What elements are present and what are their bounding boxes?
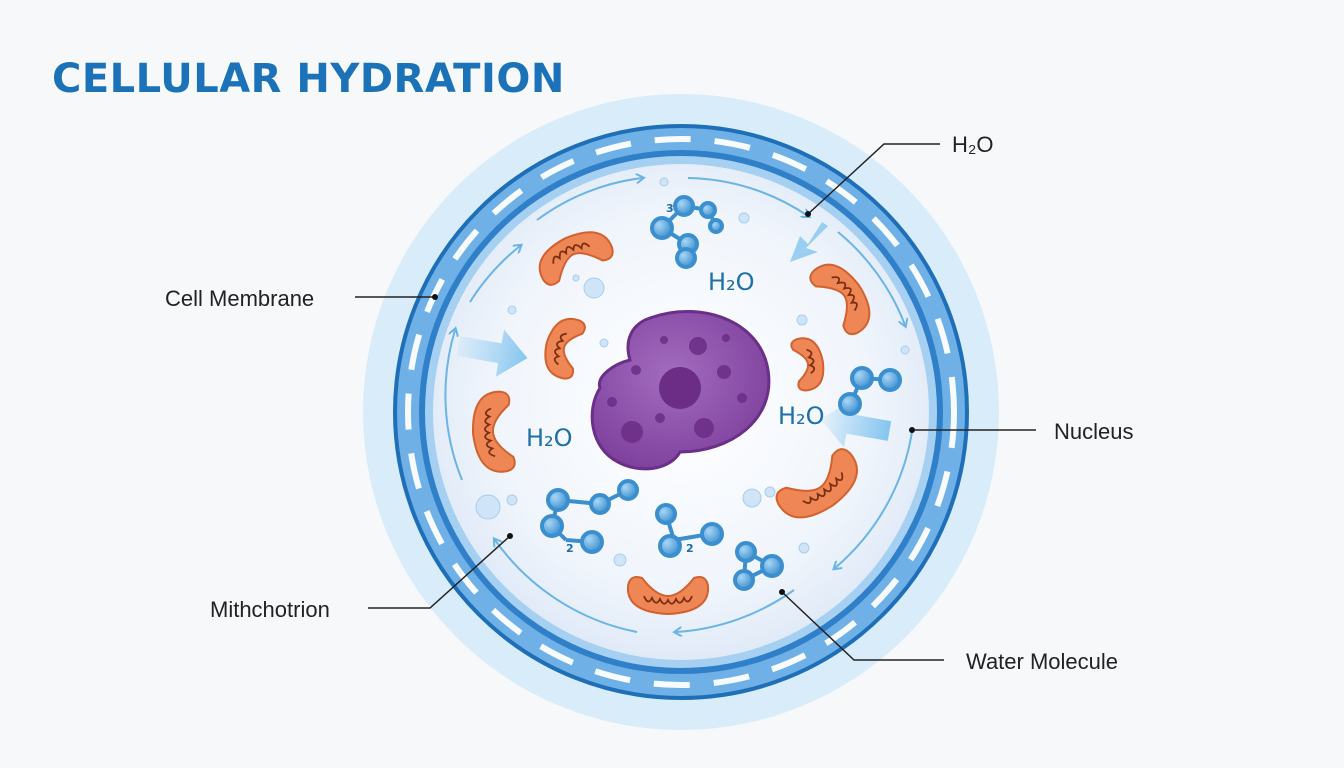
flow-arrows (444, 177, 913, 633)
vesicle (742, 488, 762, 508)
mitochondrion (775, 448, 859, 519)
mitochondrion (544, 317, 586, 380)
inflow-arrow (790, 222, 828, 262)
water-molecules (540, 195, 902, 591)
vesicle (613, 553, 627, 567)
nucleolus (659, 367, 701, 409)
nucleus-spot (621, 421, 643, 443)
leader-dots (432, 211, 915, 595)
label-cell-membrane: Cell Membrane (165, 286, 315, 311)
h2o-label-right: H₂O (778, 402, 825, 430)
label-nucleus: Nucleus (1054, 419, 1134, 444)
vesicle (764, 486, 776, 498)
inflow-arrow (456, 329, 528, 377)
vesicle (796, 314, 808, 326)
leader-lines (355, 143, 1036, 661)
nucleus-spot (689, 337, 707, 355)
vesicle (659, 177, 669, 187)
nucleus-spot (694, 418, 714, 438)
leader-dot (507, 533, 513, 539)
leader-line-mitochondrion (368, 535, 511, 609)
water-molecule (650, 195, 724, 269)
flow-arrow (444, 330, 463, 481)
leader-line-water-molecule (781, 591, 944, 661)
leader-dot (779, 589, 785, 595)
flow-arrow (837, 231, 905, 325)
vesicles (475, 177, 910, 567)
water-molecule (733, 541, 784, 591)
nucleus-spot (717, 365, 731, 379)
flow-arrow (687, 177, 808, 216)
mitochondrion (809, 263, 871, 336)
nucleus-spot (660, 336, 668, 344)
vesicle (900, 345, 910, 355)
nucleus-spot (655, 413, 665, 423)
molecule-subscript: 2 (566, 542, 574, 555)
vesicle (475, 494, 501, 520)
leader-dot (432, 294, 438, 300)
inflow-arrow (820, 400, 892, 448)
nucleus-spot (631, 365, 641, 375)
water-molecule (540, 479, 639, 554)
h2o-label-left: H₂O (526, 424, 573, 452)
mitochondrion (538, 231, 614, 286)
flow-arrow (469, 246, 520, 303)
vesicle (583, 277, 605, 299)
nucleus-spot (737, 393, 747, 403)
label-water-molecule: Water Molecule (966, 649, 1119, 674)
water-molecule (838, 366, 902, 416)
vesicle (738, 212, 750, 224)
nucleus-spot (607, 397, 617, 407)
vesicle (599, 338, 609, 348)
label-mitochondrion: Mithchotrion (210, 597, 330, 622)
page-title: CELLULAR HYDRATION (52, 56, 565, 102)
water-molecule (655, 503, 724, 558)
leader-dot (909, 427, 915, 433)
vesicle (507, 305, 517, 315)
leader-dot (805, 211, 811, 217)
water-inflow-arrows (456, 222, 892, 448)
nucleus-spot (722, 334, 730, 342)
mitochondrion (790, 337, 825, 392)
vesicle (572, 274, 580, 282)
leader-line-h2o (807, 143, 940, 215)
label-h2o: H₂O (952, 132, 994, 157)
mitochondrion (472, 390, 516, 473)
nucleus (590, 310, 771, 471)
mitochondrion (626, 576, 710, 616)
flow-arrow (835, 431, 913, 568)
flow-arrow (676, 589, 795, 632)
vesicle (798, 542, 810, 554)
flow-arrow (536, 178, 642, 221)
molecule-subscript: 3 (666, 202, 674, 215)
vesicle (506, 494, 518, 506)
h2o-label-top: H₂O (708, 268, 755, 296)
molecule-subscript: 2 (686, 542, 694, 555)
flow-arrow (495, 540, 638, 633)
mitochondria (472, 231, 871, 616)
